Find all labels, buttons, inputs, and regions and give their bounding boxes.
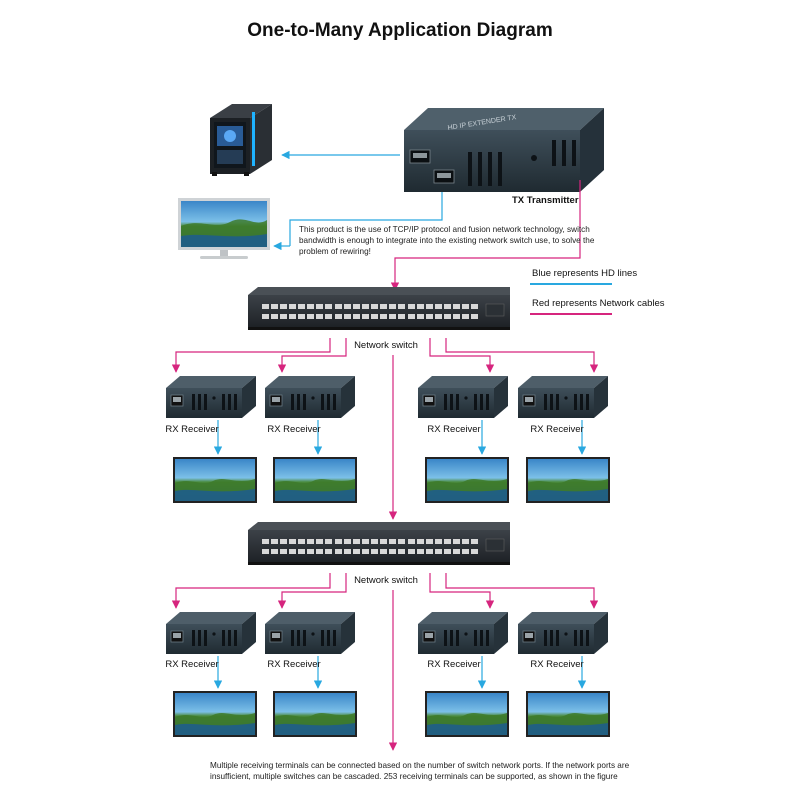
rx-receiver-1-3 [417, 375, 509, 419]
display-1-1 [173, 457, 257, 503]
legend-red-text: Red represents Network cables [532, 298, 665, 309]
page-title: One-to-Many Application Diagram [247, 20, 553, 41]
rx-receiver-label: RX Receiver [267, 424, 321, 435]
display-1-4 [526, 457, 610, 503]
tx-transmitter-device: HD IP EXTENDER TX [404, 108, 604, 192]
rx-receiver-2-1 [165, 611, 257, 655]
tx-monitor [178, 198, 270, 259]
rx-receiver-label: RX Receiver [427, 424, 481, 435]
legend-blue-text: Blue represents HD lines [532, 268, 638, 279]
rx-receiver-label: RX Receiver [427, 659, 481, 670]
rx-receiver-1-4 [517, 375, 609, 419]
tx-transmitter-label: TX Transmitter [512, 195, 579, 206]
display-2-3 [425, 691, 509, 737]
rx-receiver-label: RX Receiver [530, 424, 584, 435]
rx-receiver-2-4 [517, 611, 609, 655]
rx-receiver-2-2 [264, 611, 356, 655]
display-2-2 [273, 691, 357, 737]
rx-receiver-1-2 [264, 375, 356, 419]
network-cable-tx-switch1 [390, 180, 581, 291]
rx-receiver-label: RX Receiver [267, 659, 321, 670]
rx-receiver-1-1 [165, 375, 257, 419]
network-switch-2-label: Network switch [354, 575, 418, 586]
rx-receiver-label: RX Receiver [530, 659, 584, 670]
display-1-3 [425, 457, 509, 503]
display-2-1 [173, 691, 257, 737]
rx-receiver-label: RX Receiver [165, 424, 219, 435]
rx-receiver-label: RX Receiver [165, 659, 219, 670]
display-2-4 [526, 691, 610, 737]
pc-tower [210, 104, 272, 176]
network-switch-2 [248, 522, 510, 565]
footer-note: Multiple receiving terminals can be conn… [210, 761, 630, 781]
network-switch-1 [248, 287, 510, 330]
product-description: This product is the use of TCP/IP protoc… [299, 225, 595, 256]
hd-line-tx-monitor [289, 192, 443, 246]
display-1-2 [273, 457, 357, 503]
network-switch-1-label: Network switch [354, 340, 418, 351]
rx-receiver-2-3 [417, 611, 509, 655]
